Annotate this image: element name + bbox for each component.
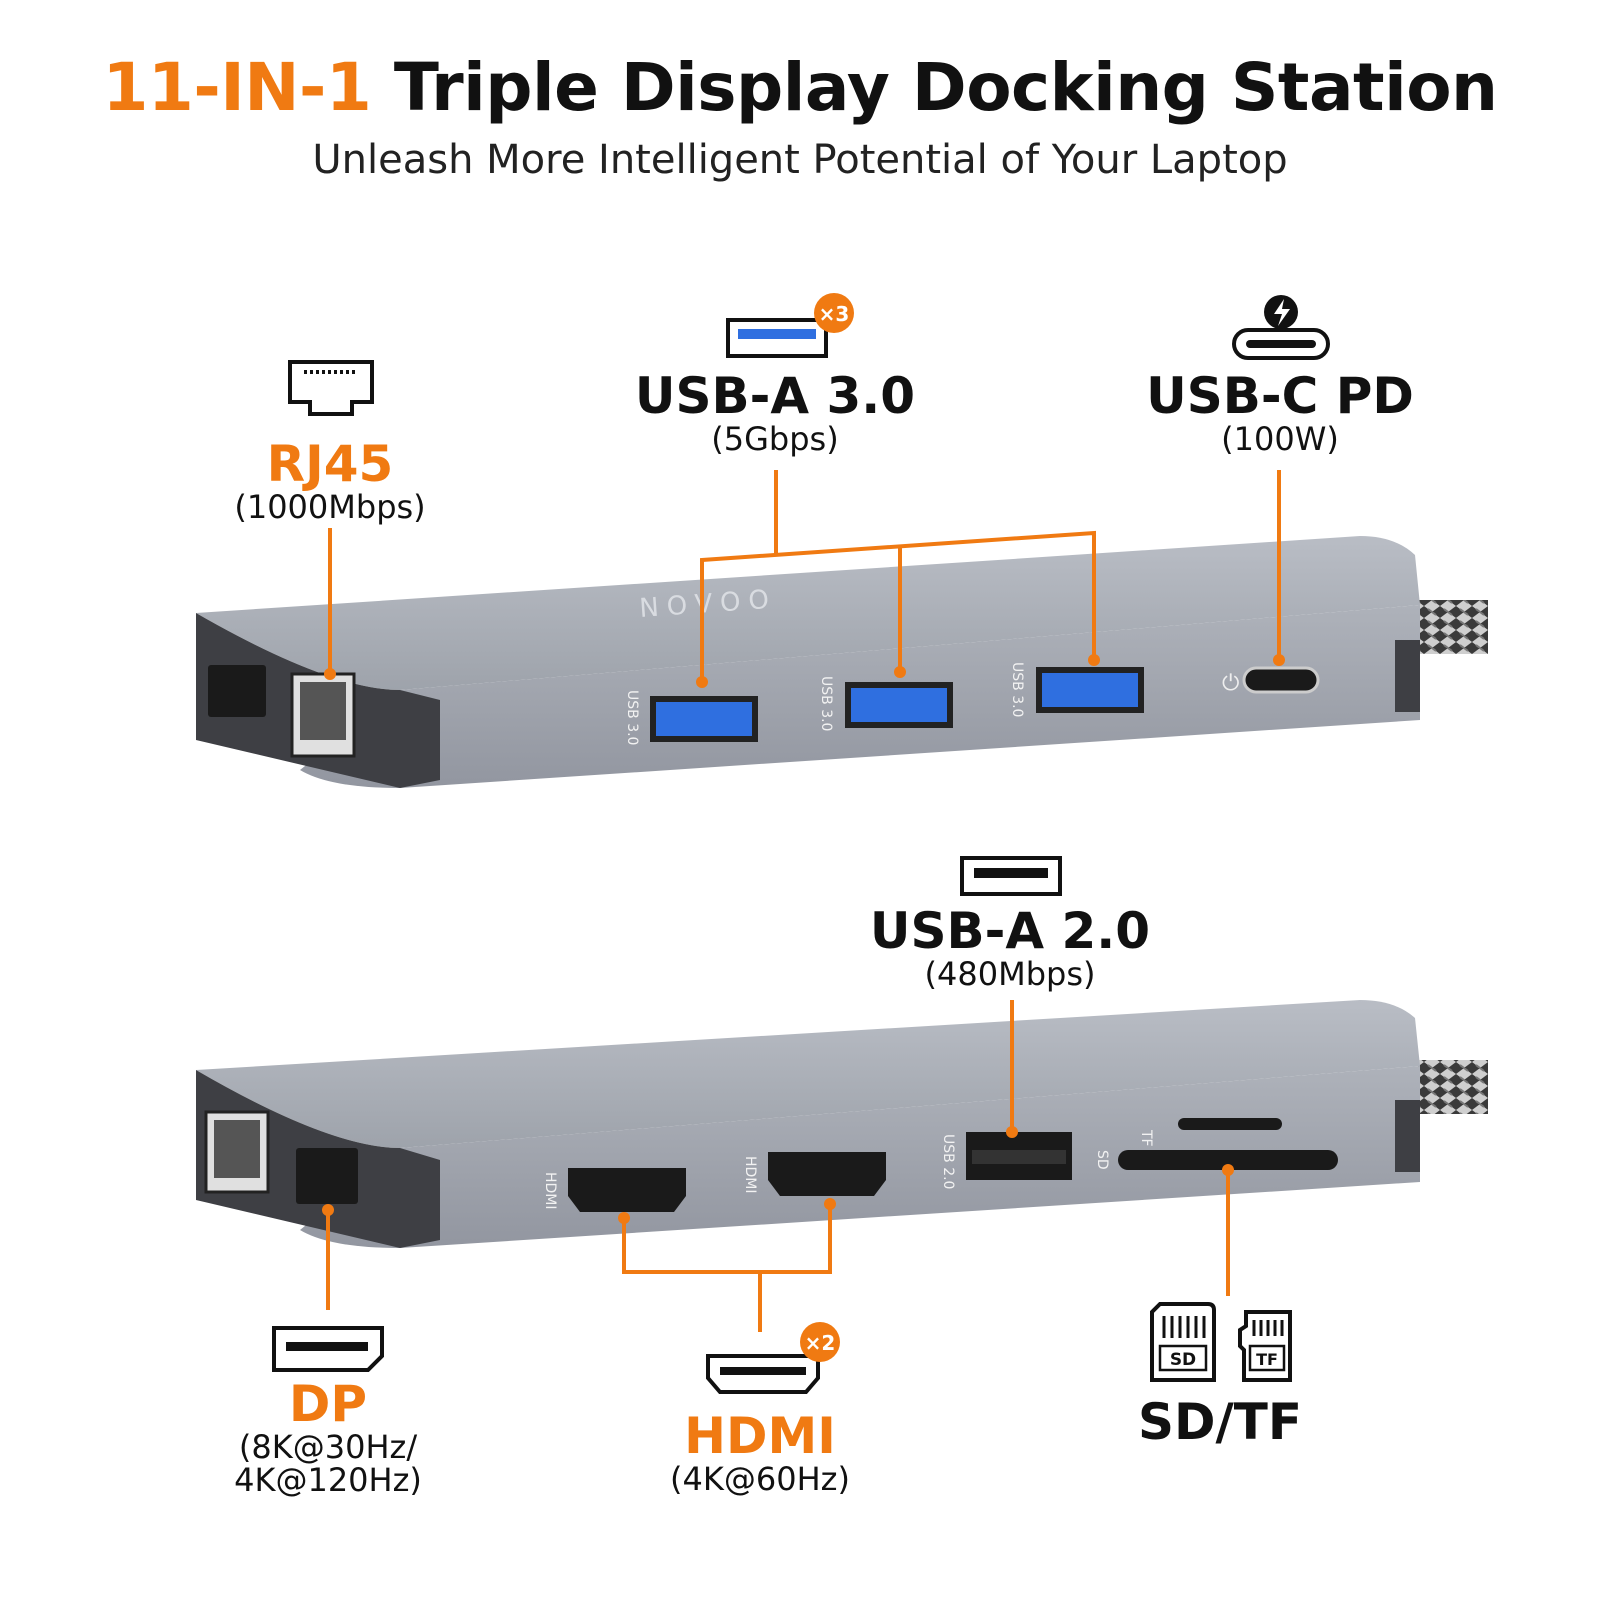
usb3-port-2 — [845, 682, 953, 728]
title-rest: Triple Display Docking Station — [393, 49, 1498, 126]
hdmi-icon — [706, 1354, 820, 1394]
bottom-callout-lines — [326, 1000, 1230, 1332]
top-dock-device: NOVOO USB 3.0 USB 3.0 USB 3.0 ⏻ — [196, 536, 1488, 788]
hdmi-label: HDMI (4K@60Hz) — [670, 1407, 850, 1498]
dp-label: DP (8K@30Hz/ 4K@120Hz) — [234, 1375, 422, 1500]
usb3-port-1 — [650, 696, 758, 742]
usb3-port-3 — [1036, 667, 1144, 713]
braided-cable — [1418, 600, 1488, 654]
count-badge-usb3: ×3 — [814, 293, 854, 333]
top-device-top-face — [196, 536, 1420, 690]
svg-text:×2: ×2 — [805, 1331, 836, 1355]
usb-c-pd-label: USB-C PD (100W) — [1146, 367, 1414, 458]
svg-text:SD: SD — [1170, 1350, 1196, 1370]
hdmi-label-1: HDMI — [542, 1172, 558, 1210]
usb-a2-label: USB-A 2.0 (480Mbps) — [869, 902, 1151, 993]
usb3-label-3: USB 3.0 — [1009, 662, 1025, 717]
usb-a3-label: USB-A 3.0 (5Gbps) — [634, 367, 916, 458]
usb3-label-1: USB 3.0 — [624, 690, 640, 745]
sdtf-label: SD/TF — [1137, 1393, 1303, 1451]
usb2-label: USB 2.0 — [940, 1134, 956, 1189]
count-badge-hdmi: ×2 — [800, 1322, 840, 1362]
bottom-dp-port — [296, 1148, 358, 1204]
hdmi-port-2 — [768, 1152, 886, 1196]
sd-label: SD — [1094, 1150, 1110, 1170]
hdmi-port-1 — [568, 1168, 686, 1212]
usb-c-pd-icon — [1232, 295, 1330, 360]
displayport-icon — [272, 1326, 384, 1372]
pd-symbol-icon: ⏻ — [1222, 671, 1239, 696]
sd-slot — [1118, 1150, 1338, 1170]
usb3-label-2: USB 3.0 — [818, 676, 834, 731]
tf-slot — [1178, 1118, 1282, 1130]
page-subtitle: Unleash More Intelligent Potential of Yo… — [312, 137, 1288, 183]
ethernet-icon — [288, 360, 374, 416]
usb-a2-icon — [960, 856, 1062, 896]
svg-text:×3: ×3 — [819, 302, 850, 326]
usb-a-icon — [726, 318, 828, 358]
top-end-port-dp — [208, 665, 266, 717]
tf-label: TF — [1138, 1129, 1154, 1147]
hdmi-label-2: HDMI — [742, 1156, 758, 1194]
top-callout-lines — [328, 470, 1281, 682]
top-usb-c-port — [1242, 666, 1320, 694]
sd-card-icon: SD — [1150, 1302, 1216, 1382]
title-accent: 11-IN-1 — [102, 49, 372, 126]
bottom-dock-device: HDMI HDMI USB 2.0 TF SD — [196, 1000, 1488, 1248]
svg-text:TF: TF — [1256, 1350, 1278, 1369]
page-title: 11-IN-1 Triple Display Docking Station — [0, 49, 1600, 126]
tf-card-icon: TF — [1238, 1310, 1292, 1382]
rj45-label: RJ45 (1000Mbps) — [234, 435, 426, 526]
